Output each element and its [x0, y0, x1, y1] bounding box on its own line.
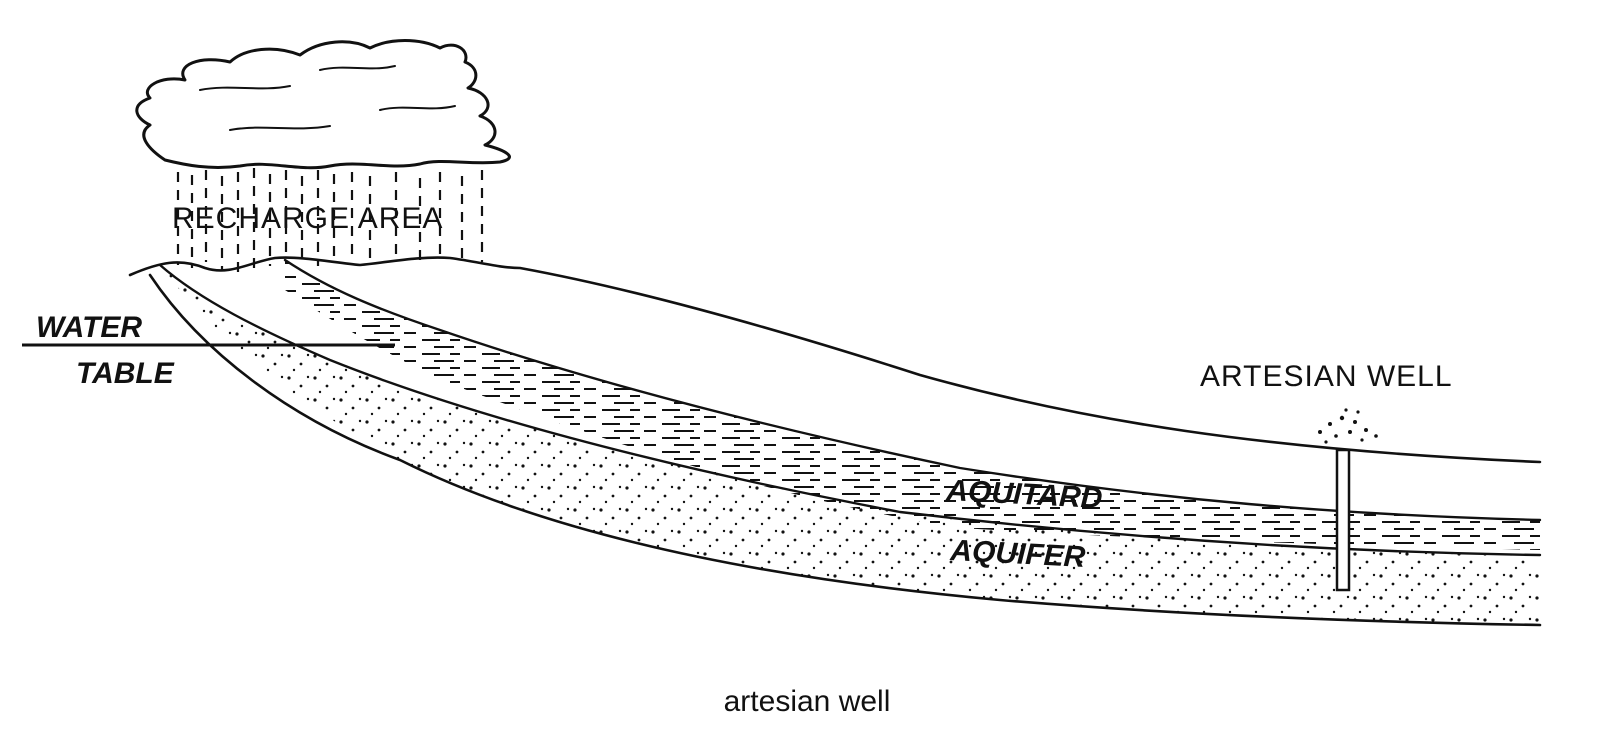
ground-surface [128, 256, 1542, 464]
aquifer-label: AQUIFER [949, 534, 1087, 574]
well-icon [1335, 448, 1351, 592]
aquitard-label: AQUITARD [945, 474, 1104, 515]
water-spray-icon [1318, 408, 1378, 444]
recharge-area-label: RECHARGE AREA [172, 202, 443, 235]
water-label: WATER [36, 311, 142, 344]
aquifer-bottom-line [148, 273, 1542, 627]
aquifer-layer [160, 265, 1540, 625]
table-label: TABLE [76, 357, 175, 390]
figure-caption: artesian well [723, 685, 891, 718]
cloud-icon [135, 39, 511, 170]
rain-icon [176, 168, 484, 275]
aquitard-layer [285, 260, 1540, 550]
artesian-well-label: ARTESIAN WELL [1200, 360, 1453, 393]
aquitard-top-line [283, 258, 1542, 522]
